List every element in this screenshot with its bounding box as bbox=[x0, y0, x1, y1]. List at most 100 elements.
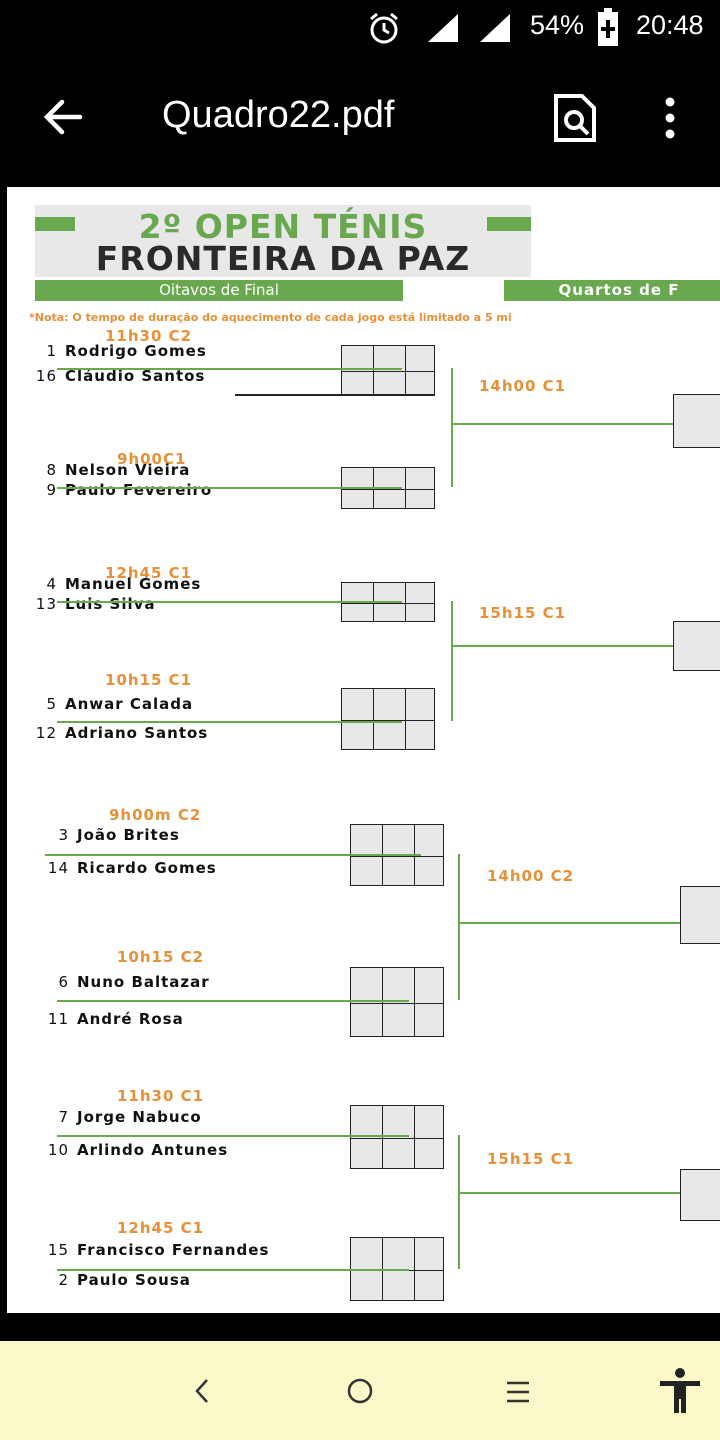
player-seed: 14 bbox=[47, 859, 69, 877]
banner-decor bbox=[35, 217, 75, 231]
bracket-connector bbox=[451, 423, 673, 425]
bracket-connector bbox=[458, 1192, 680, 1194]
quarterfinal-time: 15h15 C1 bbox=[479, 604, 567, 622]
player-seed: 9 bbox=[46, 481, 57, 499]
player-name: João Brites bbox=[77, 826, 180, 844]
player-seed: 13 bbox=[35, 595, 57, 613]
player-row: 15 Francisco Fernandes bbox=[37, 1241, 269, 1259]
player-row: 13 Luis Silva bbox=[25, 595, 156, 613]
player-seed: 2 bbox=[58, 1271, 69, 1289]
player-name: Manuel Gomes bbox=[65, 575, 202, 593]
player-name: Luis Silva bbox=[65, 595, 156, 613]
player-name: Rodrigo Gomes bbox=[65, 342, 207, 360]
match-time: 11h30 C2 bbox=[105, 327, 193, 345]
bracket-connector bbox=[458, 854, 460, 1000]
player-name: Ricardo Gomes bbox=[77, 859, 217, 877]
signal-icon bbox=[480, 14, 510, 42]
clock: 20:48 bbox=[636, 10, 704, 40]
player-row: 12 Adriano Santos bbox=[25, 724, 208, 742]
score-box bbox=[673, 621, 720, 671]
battery-charging-icon bbox=[598, 8, 618, 46]
viewer-background bbox=[0, 1313, 720, 1341]
player-row: 14 Ricardo Gomes bbox=[37, 859, 217, 877]
bracket-line bbox=[57, 1000, 409, 1002]
player-name: Adriano Santos bbox=[65, 724, 209, 742]
match-time: 9h00C1 bbox=[117, 450, 187, 468]
quarterfinal-time: 14h00 C1 bbox=[479, 377, 567, 395]
score-box bbox=[680, 886, 720, 944]
player-name: Anwar Calada bbox=[65, 695, 194, 713]
tournament-title: 2º OPEN TÉNIS bbox=[138, 207, 428, 246]
player-name: Arlindo Antunes bbox=[77, 1141, 229, 1159]
bracket-line bbox=[57, 1269, 409, 1271]
bracket-line bbox=[57, 1135, 409, 1137]
signal-icon bbox=[428, 14, 458, 42]
bracket-line bbox=[57, 487, 402, 489]
accessibility-icon[interactable] bbox=[656, 1367, 704, 1415]
bracket-line bbox=[57, 601, 402, 603]
player-name: Paulo Sousa bbox=[77, 1271, 191, 1289]
quarterfinal-time: 15h15 C1 bbox=[487, 1150, 575, 1168]
score-box bbox=[350, 967, 444, 1037]
bracket-connector bbox=[451, 645, 673, 647]
match-time: 10h15 C2 bbox=[117, 948, 205, 966]
player-seed: 7 bbox=[58, 1108, 69, 1126]
player-name: André Rosa bbox=[77, 1010, 184, 1028]
tournament-subtitle: FRONTEIRA DA PAZ bbox=[95, 239, 471, 278]
player-row: 10 Arlindo Antunes bbox=[37, 1141, 228, 1159]
player-row: 2 Paulo Sousa bbox=[37, 1271, 191, 1289]
player-seed: 15 bbox=[47, 1241, 69, 1259]
home-circle-icon[interactable] bbox=[346, 1377, 374, 1405]
player-seed: 10 bbox=[47, 1141, 69, 1159]
tournament-banner: 2º OPEN TÉNIS FRONTEIRA DA PAZ bbox=[35, 205, 531, 278]
bracket-connector bbox=[451, 368, 453, 487]
player-name: Cláudio Santos bbox=[65, 367, 206, 385]
bracket-connector bbox=[451, 601, 453, 721]
player-seed: 6 bbox=[58, 973, 69, 991]
bracket-line bbox=[45, 854, 421, 856]
find-in-document-icon[interactable] bbox=[552, 92, 598, 144]
player-row: 1 Rodrigo Gomes bbox=[25, 342, 207, 360]
status-bar: 54% 20:48 bbox=[0, 0, 720, 56]
player-name: Francisco Fernandes bbox=[77, 1241, 270, 1259]
player-row: 4 Manuel Gomes bbox=[25, 575, 201, 593]
player-row: 9 Paulo Fevereiro bbox=[25, 481, 212, 499]
player-row: 11 André Rosa bbox=[37, 1010, 184, 1028]
score-box bbox=[350, 1105, 444, 1169]
player-row: 8 Nelson Vieira bbox=[25, 461, 190, 479]
chevron-left-icon[interactable] bbox=[190, 1377, 214, 1405]
player-row: 3 João Brites bbox=[37, 826, 180, 844]
score-box bbox=[341, 688, 435, 750]
document-title: Quadro22.pdf bbox=[162, 94, 395, 136]
menu-icon[interactable] bbox=[504, 1379, 532, 1405]
alarm-icon bbox=[370, 12, 398, 44]
bracket-line bbox=[57, 721, 402, 723]
player-seed: 3 bbox=[58, 826, 69, 844]
match-time: 9h00m C2 bbox=[109, 806, 202, 824]
banner-decor bbox=[487, 217, 531, 231]
bracket-connector bbox=[458, 922, 680, 924]
match-time: 11h30 C1 bbox=[117, 1087, 205, 1105]
bracket-connector bbox=[458, 1135, 460, 1269]
arrow-left-icon[interactable] bbox=[40, 94, 86, 140]
more-vert-icon[interactable] bbox=[656, 96, 684, 144]
phase-header-quarters: Quartos de F bbox=[504, 280, 720, 301]
app-bar: Quadro22.pdf bbox=[0, 56, 720, 186]
player-seed: 11 bbox=[47, 1010, 69, 1028]
player-seed: 8 bbox=[46, 461, 57, 479]
player-row: 7 Jorge Nabuco bbox=[37, 1108, 202, 1126]
pdf-page[interactable]: 2º OPEN TÉNIS FRONTEIRA DA PAZ Oitavos d… bbox=[7, 187, 720, 1313]
player-name: Nelson Vieira bbox=[65, 461, 191, 479]
player-seed: 1 bbox=[46, 342, 57, 360]
player-seed: 12 bbox=[35, 724, 57, 742]
player-name: Paulo Fevereiro bbox=[65, 481, 213, 499]
player-seed: 4 bbox=[46, 575, 57, 593]
score-box bbox=[680, 1169, 720, 1221]
quarterfinal-time: 14h00 C2 bbox=[487, 867, 575, 885]
bracket-line bbox=[57, 368, 402, 370]
bracket-line bbox=[235, 394, 435, 396]
player-name: Jorge Nabuco bbox=[77, 1108, 202, 1126]
player-seed: 5 bbox=[46, 695, 57, 713]
